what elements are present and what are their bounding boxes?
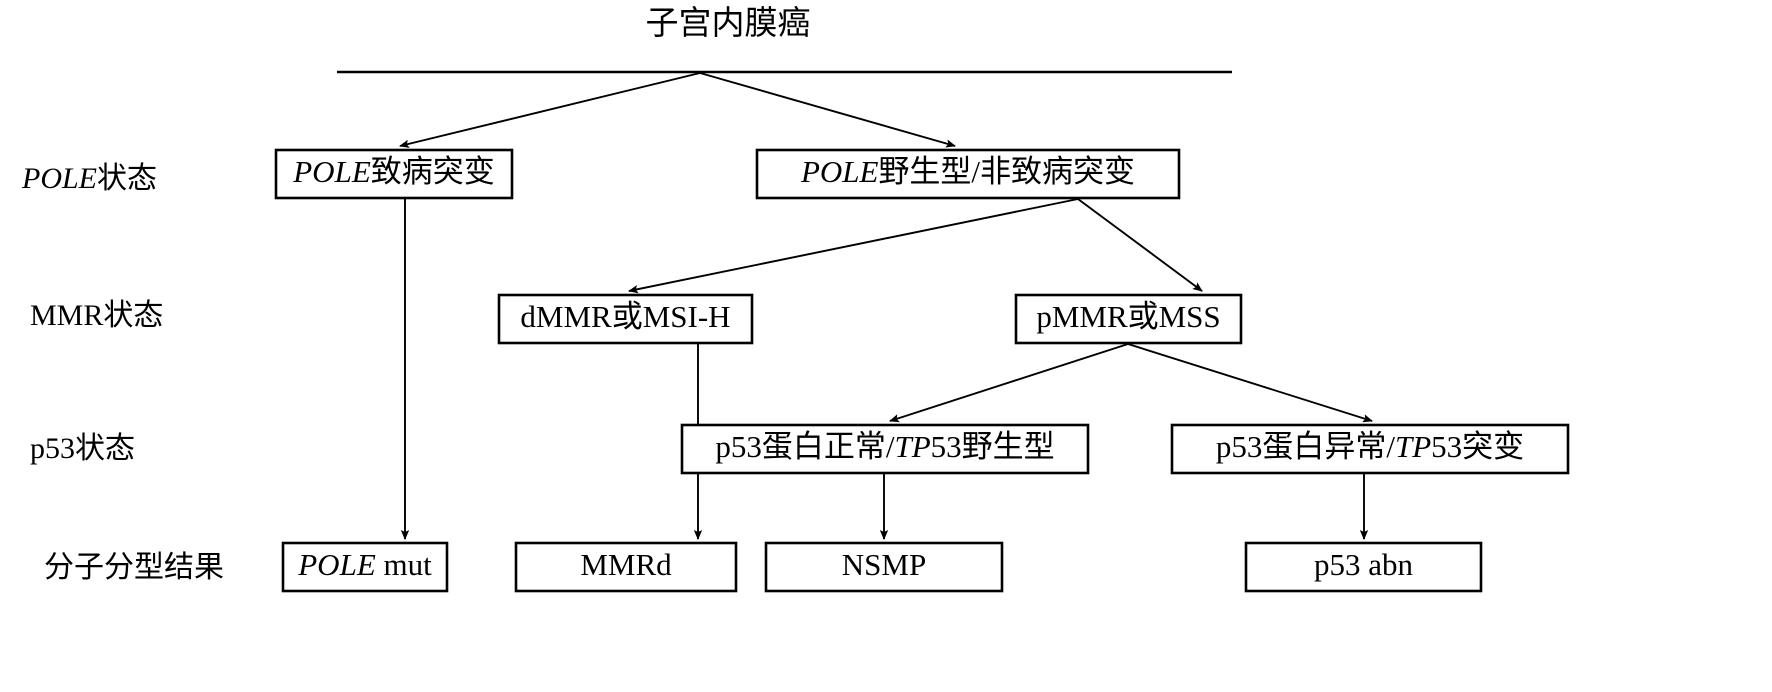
connector-edges-group	[399, 72, 1373, 540]
pole-pathogenic-mutation-box-outline	[274, 148, 514, 200]
edge-root-to-pole-wt	[699, 72, 956, 148]
edge-pmmr-to-p53abn	[1127, 343, 1373, 423]
result-mmrd-box-label: MMRd	[580, 547, 672, 582]
row-label-pole: POLE状态	[21, 162, 157, 195]
result-pole-mut-box[interactable]: POLE mut	[281, 541, 449, 593]
edge-pmmr-to-p53normal	[889, 343, 1129, 423]
dmmr-msi-h-box-label: dMMR或MSI-H	[520, 299, 730, 334]
diagram-title-group: 子宫内膜癌	[646, 5, 811, 42]
diagram-title: 子宫内膜癌	[646, 5, 811, 42]
row-label-p53: p53状态	[30, 432, 135, 465]
pmmr-mss-box-outline	[1014, 293, 1243, 345]
row-label-mmr: MMR状态	[30, 299, 163, 332]
result-p53-abn-box[interactable]: p53 abn	[1244, 541, 1483, 593]
result-p53-abn-box-label: p53 abn	[1314, 547, 1414, 582]
pole-wildtype-box[interactable]: POLE野生型/非致病突变	[755, 148, 1181, 200]
edge-polewt-to-pmmr	[1077, 198, 1203, 292]
p53-abnormal-tp53-mutation-box-label: p53蛋白异常/TP53突变	[1216, 429, 1524, 464]
result-pole-mut-box-label: POLE mut	[297, 547, 432, 582]
result-mmrd-box[interactable]: MMRd	[514, 541, 738, 593]
result-p53-abn-box-outline	[1244, 541, 1483, 593]
result-nsmp-box-outline	[764, 541, 1004, 593]
pmmr-mss-box[interactable]: pMMR或MSS	[1014, 293, 1243, 345]
p53-normal-tp53-wildtype-box[interactable]: p53蛋白正常/TP53野生型	[680, 423, 1090, 475]
edge-root-to-pole-mut	[399, 72, 701, 148]
node-boxes-group: POLE致病突变 POLE野生型/非致病突变 dMMR或MSI-H pMMR或MSS p…	[274, 148, 1570, 593]
edge-polewt-to-dmmr	[628, 198, 1079, 294]
pole-wildtype-box-outline	[755, 148, 1181, 200]
result-pole-mut-box-outline	[281, 541, 449, 593]
dmmr-msi-h-box-outline	[497, 293, 754, 345]
p53-normal-tp53-wildtype-box-outline	[680, 423, 1090, 475]
result-nsmp-box[interactable]: NSMP	[764, 541, 1004, 593]
result-nsmp-box-label: NSMP	[842, 547, 926, 582]
p53-abnormal-tp53-mutation-box-outline	[1170, 423, 1570, 475]
p53-abnormal-tp53-mutation-box[interactable]: p53蛋白异常/TP53突变	[1170, 423, 1570, 475]
dmmr-msi-h-box[interactable]: dMMR或MSI-H	[497, 293, 754, 345]
p53-normal-tp53-wildtype-box-label: p53蛋白正常/TP53野生型	[715, 429, 1054, 464]
pmmr-mss-box-label: pMMR或MSS	[1036, 299, 1220, 334]
result-mmrd-box-outline	[514, 541, 738, 593]
pole-wildtype-box-label: POLE野生型/非致病突变	[800, 154, 1135, 189]
pole-pathogenic-mutation-box[interactable]: POLE致病突变	[274, 148, 514, 200]
pole-pathogenic-mutation-box-label: POLE致病突变	[292, 154, 495, 189]
row-label-result: 分子分型结果	[44, 551, 224, 584]
